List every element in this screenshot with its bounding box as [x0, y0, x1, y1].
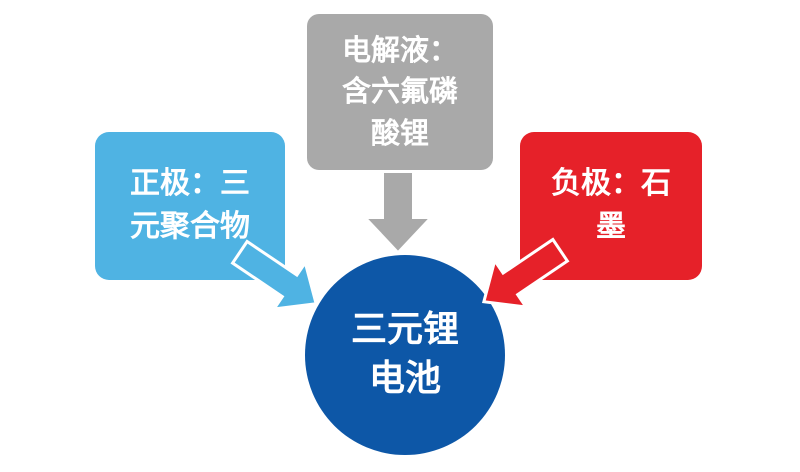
cathode-label-line-2: 元聚合物	[130, 209, 250, 244]
electrolyte-label-line-1: 电解液：	[341, 33, 458, 68]
arrow-anode-to-battery-icon	[481, 237, 570, 309]
anode-label-line-1: 负极：石	[551, 166, 671, 202]
cathode-node: 正极：三 元聚合物	[95, 132, 285, 280]
arrow-electrolyte-to-battery-icon	[363, 171, 433, 254]
cathode-label-line-1: 正极：三	[130, 166, 250, 202]
electrolyte-label-line-2: 含六氟磷	[341, 74, 458, 109]
battery-label-line-2: 电池	[368, 358, 441, 399]
electrolyte-label-line-3: 酸锂	[370, 115, 429, 150]
electrolyte-node: 电解液： 含六氟磷 酸锂	[307, 14, 493, 170]
battery-label-line-1: 三元锂	[350, 309, 459, 351]
arrow-cathode-to-battery-icon	[230, 239, 319, 311]
battery-node: 三元锂 电池	[305, 255, 505, 455]
anode-label-line-2: 墨	[596, 209, 626, 244]
